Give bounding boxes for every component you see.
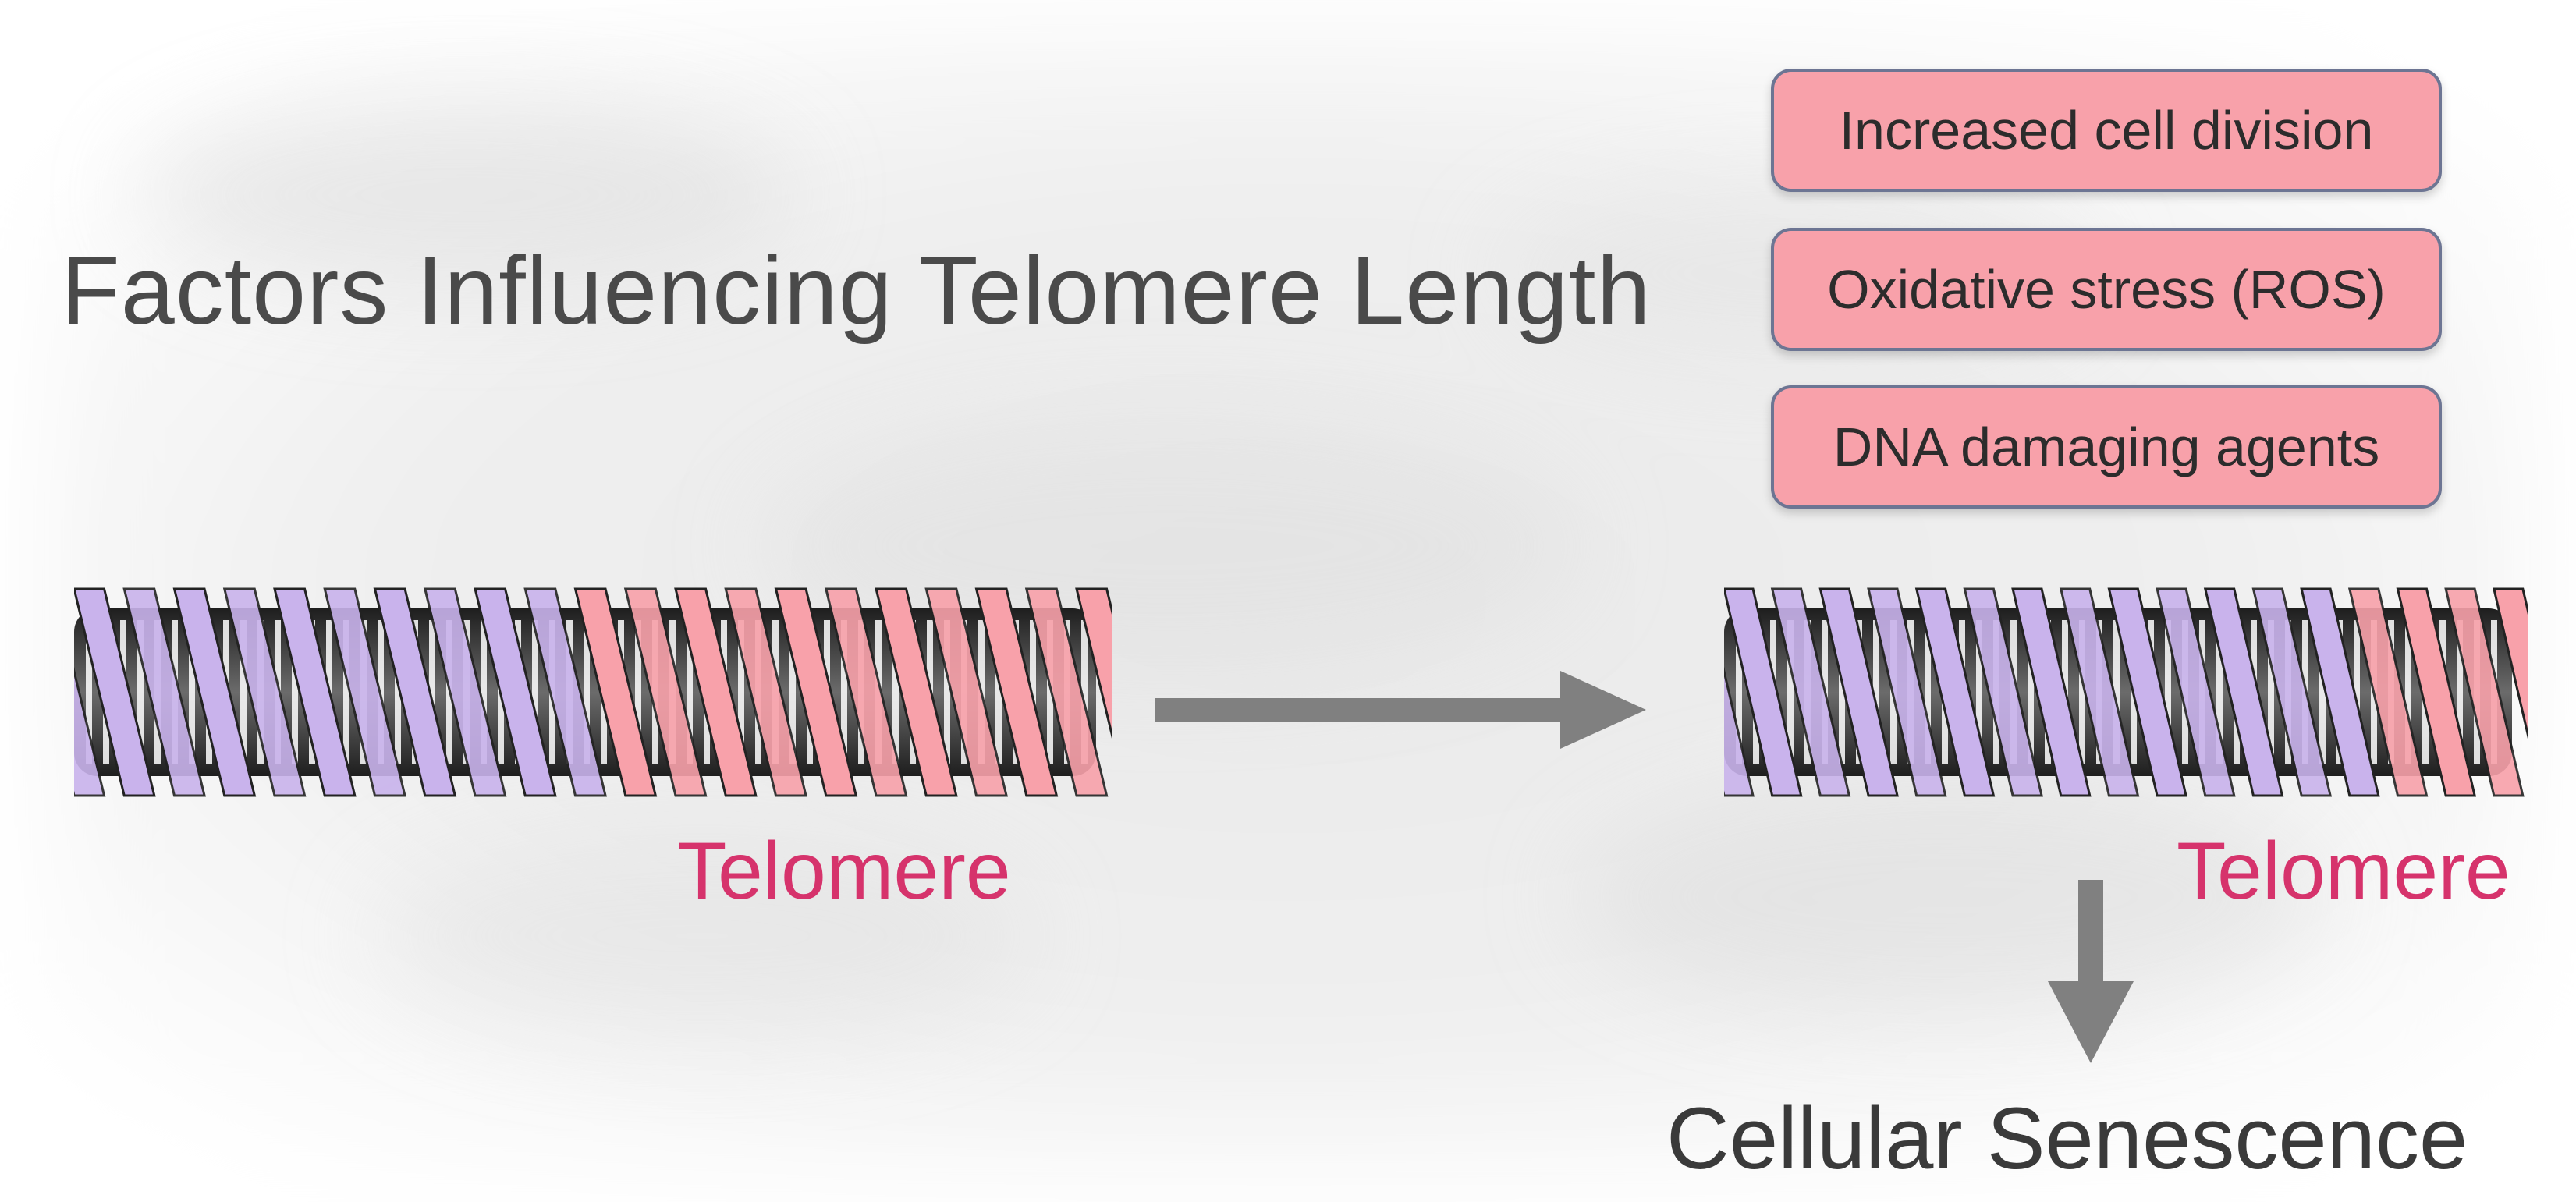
base-pair-rung <box>2319 620 2326 764</box>
back-strand-segment <box>74 666 106 797</box>
factor-box-cell-division: Increased cell division <box>1771 69 2442 192</box>
back-strand-segment <box>523 587 607 797</box>
telomere-label-right: Telomere <box>2177 826 2510 917</box>
base-pair-rung <box>584 620 590 764</box>
base-pair-rung <box>892 620 899 764</box>
back-strand-segment <box>2444 587 2525 797</box>
front-strand-segment <box>1724 587 1803 797</box>
front-strand-segment <box>974 587 1059 797</box>
front-strand-segment <box>875 587 958 797</box>
back-strand-segment <box>1770 587 1851 797</box>
back-strand-segment <box>724 587 807 797</box>
base-pair-rung <box>481 620 487 764</box>
front-strand-segment <box>2203 587 2284 797</box>
back-strand-segment <box>1963 587 2043 797</box>
base-pair-rung <box>2457 620 2463 764</box>
front-strand-segment <box>573 587 658 797</box>
dna-helix-short-telomere <box>1724 587 2528 797</box>
base-pair-rung <box>343 620 349 764</box>
base-pair-rung <box>789 620 796 764</box>
down-arrow-icon <box>2048 880 2134 1063</box>
base-pair-rung <box>1047 620 1053 764</box>
base-pair-rung <box>2028 620 2034 764</box>
base-pair-rung <box>1081 620 1088 764</box>
factor-box-oxidative-stress: Oxidative stress (ROS) <box>1771 228 2442 351</box>
back-strand-segment <box>1867 587 1947 797</box>
back-strand-segment <box>924 587 1008 797</box>
base-pair-rung <box>1925 620 1931 764</box>
front-strand-segment <box>373 587 457 797</box>
base-pair-rung <box>1030 620 1036 764</box>
base-pair-rung <box>2405 620 2411 764</box>
base-pair-rung <box>738 620 744 764</box>
base-pair-rung <box>841 620 847 764</box>
base-pair-rung <box>2165 620 2171 764</box>
base-pair-rung <box>137 620 144 764</box>
base-pair-rung <box>2354 620 2360 764</box>
back-strand-segment <box>2156 587 2236 797</box>
front-strand-segment <box>74 587 156 797</box>
base-pair-rung <box>687 620 693 764</box>
base-pair-rung <box>189 620 195 764</box>
back-strand-segment <box>323 587 406 797</box>
back-strand-segment <box>2347 587 2429 797</box>
base-pair-rung <box>2216 620 2223 764</box>
front-strand-segment <box>1914 587 1996 797</box>
base-pair-rung <box>86 620 92 764</box>
back-strand-segment <box>623 587 708 797</box>
front-strand-segment <box>273 587 357 797</box>
outcome-label: Cellular Senescence <box>1666 1090 2468 1187</box>
base-pair-rung <box>2268 620 2274 764</box>
base-pair-rung <box>240 620 247 764</box>
factor-box-dna-damaging-agents: DNA damaging agents <box>1771 385 2442 509</box>
back-strand-segment <box>2251 587 2333 797</box>
base-pair-rung <box>532 620 538 764</box>
base-pair-rung <box>1736 620 1742 764</box>
diagram-title: Factors Influencing Telomere Length <box>61 237 1652 345</box>
base-pair-rung <box>292 620 298 764</box>
dna-helix-long-telomere <box>74 587 1112 797</box>
base-pair-rung <box>1873 620 1879 764</box>
base-pair-rung <box>1787 620 1794 764</box>
front-strand-segment <box>2300 587 2380 797</box>
back-strand-segment <box>423 587 507 797</box>
front-strand-segment <box>1075 587 1112 739</box>
front-strand-segment <box>2011 587 2092 797</box>
base-pair-rung <box>2079 620 2085 764</box>
back-strand-segment <box>2059 587 2140 797</box>
base-pair-rung <box>635 620 641 764</box>
front-strand-segment <box>2107 587 2187 797</box>
base-pair-rung <box>995 620 1002 764</box>
base-pair-rung <box>1839 620 1845 764</box>
front-strand-segment <box>474 587 557 797</box>
base-pair-rung <box>2113 620 2120 764</box>
back-strand-segment <box>824 587 908 797</box>
base-pair-rung <box>944 620 950 764</box>
front-strand-segment <box>2492 587 2528 739</box>
front-strand-segment <box>172 587 257 797</box>
front-strand-segment <box>1818 587 1899 797</box>
front-strand-segment <box>2396 587 2477 797</box>
back-strand-segment <box>1024 587 1109 797</box>
back-strand-segment <box>122 587 206 797</box>
back-strand-segment <box>222 587 307 797</box>
base-pair-rung <box>395 620 401 764</box>
right-arrow-icon <box>1155 671 1646 749</box>
front-strand-segment <box>674 587 758 797</box>
front-strand-segment <box>774 587 858 797</box>
base-pair-rung <box>429 620 435 764</box>
base-pair-rung <box>1976 620 1982 764</box>
telomere-label-left: Telomere <box>677 826 1011 917</box>
back-strand-segment <box>1724 666 1755 797</box>
